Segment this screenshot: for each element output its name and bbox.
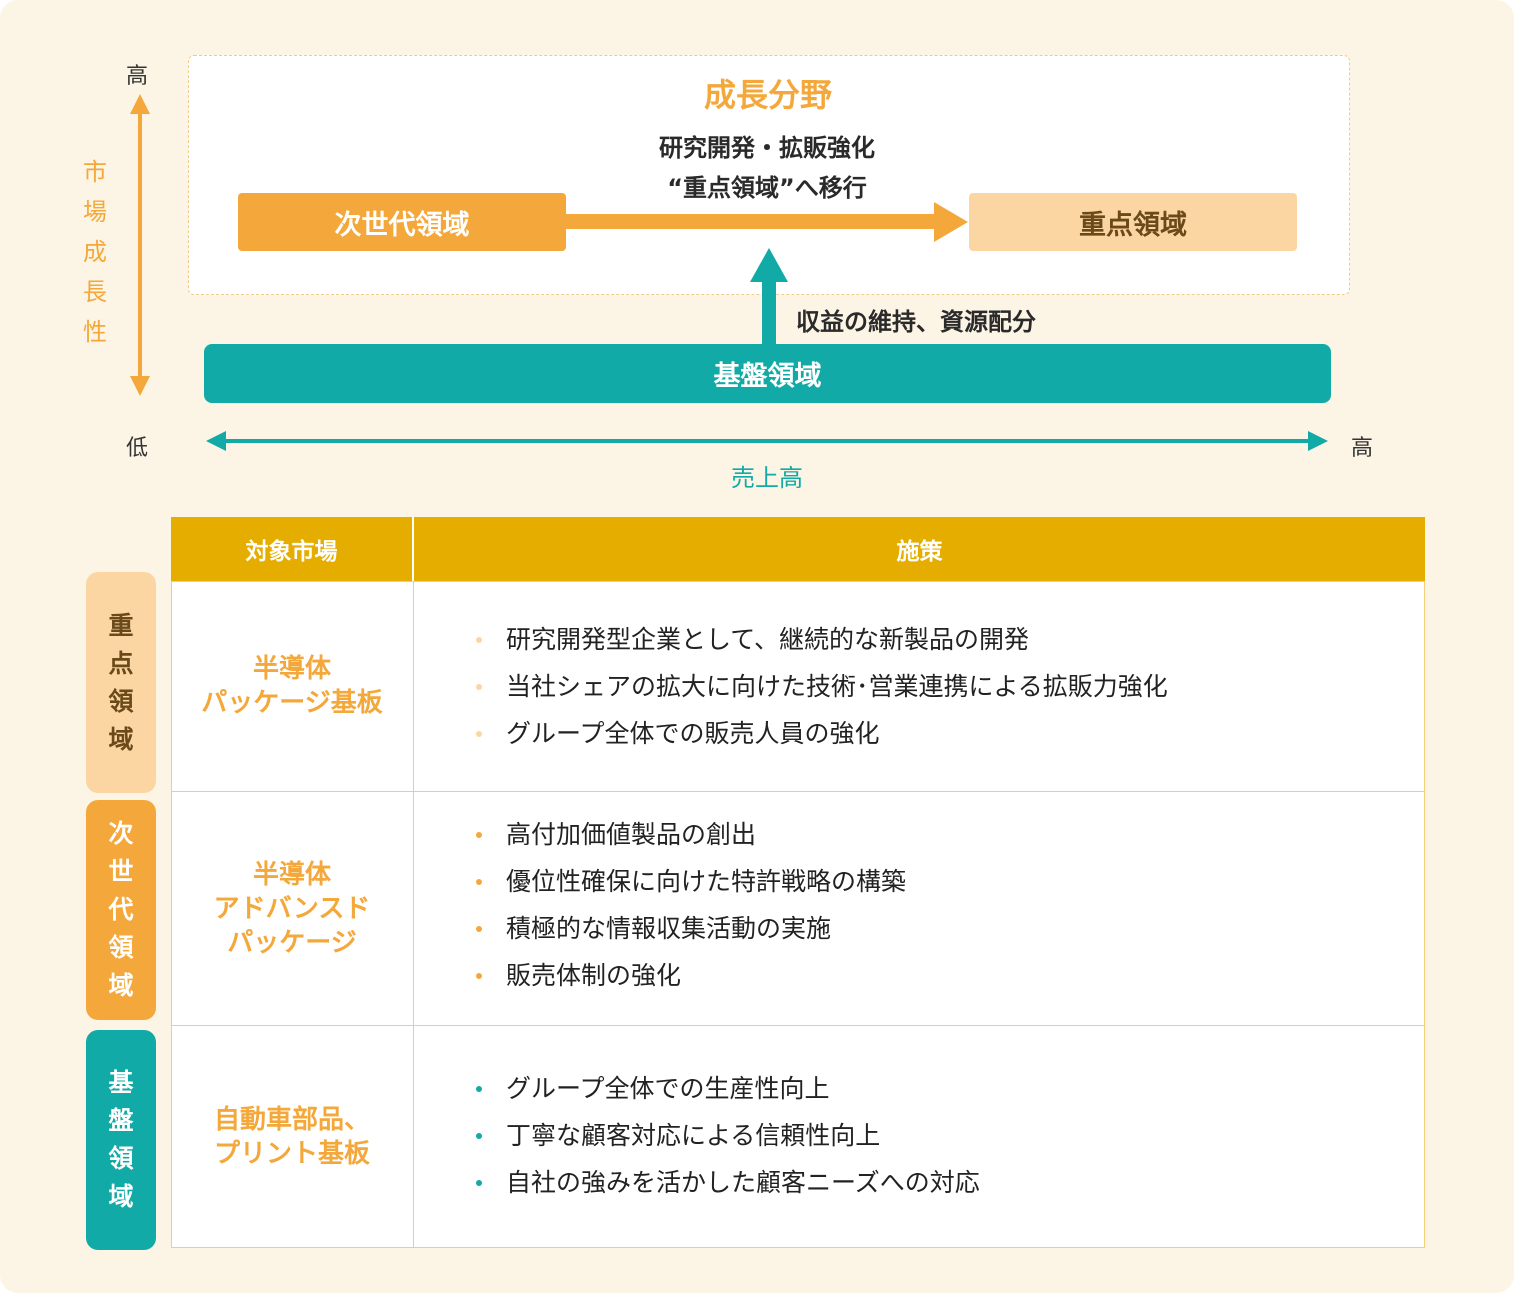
bullet-icon	[476, 925, 482, 932]
side-label-next-gen: 次世代領域	[86, 800, 156, 1020]
header-measures: 施策	[414, 517, 1425, 581]
bullet-icon	[476, 878, 482, 885]
vertical-char: 代	[108, 895, 134, 924]
row-divider	[171, 1025, 1425, 1026]
y-axis-low-label: 低	[126, 436, 149, 461]
market-line: 自動車部品、	[213, 1105, 370, 1135]
list-item: グループ全体での販売人員の強化	[476, 710, 1168, 757]
market-line: アドバンスド	[213, 893, 371, 924]
growth-note-line1: 研究開発・拡販強化	[659, 134, 875, 162]
vertical-char: 基	[108, 1068, 134, 1097]
header-market: 対象市場	[171, 517, 412, 581]
market-cell-base: 自動車部品、 プリント基板	[171, 1026, 413, 1248]
base-domain-box: 基盤領域	[204, 344, 1331, 403]
flow-arrows	[564, 202, 968, 346]
list-item: 当社シェアの拡大に向けた技術･営業連携による拡販力強化	[476, 663, 1168, 710]
market-line: パッケージ基板	[201, 688, 383, 718]
vertical-char: 市	[83, 158, 107, 186]
vertical-char: 長	[83, 278, 107, 306]
y-axis-high-label: 高	[126, 64, 149, 89]
list-item: グループ全体での生産性向上	[476, 1065, 980, 1112]
measures-list-base: グループ全体での生産性向上 丁寧な顧客対応による信頼性向上 自社の強みを活かした…	[476, 1065, 980, 1206]
bullet-icon	[476, 636, 482, 643]
bullet-icon	[476, 831, 482, 838]
column-divider	[413, 581, 414, 1248]
x-axis-label: 売上高	[731, 464, 803, 492]
market-line: 半導体	[252, 654, 331, 684]
measures-list-next-gen: 高付加価値製品の創出 優位性確保に向けた特許戦略の構築 積極的な情報収集活動の実…	[476, 811, 906, 999]
vertical-char: 域	[108, 724, 134, 754]
vertical-char: 領	[108, 1144, 134, 1173]
vertical-char: 次	[108, 819, 134, 848]
market-cell-next-gen: 半導体 アドバンスド パッケージ	[171, 792, 413, 1025]
list-item: 優位性確保に向けた特許戦略の構築	[476, 858, 906, 905]
list-item: 積極的な情報収集活動の実施	[476, 905, 906, 952]
side-label-base: 基盤領域	[86, 1030, 156, 1250]
vertical-char: 世	[108, 857, 134, 886]
header-divider	[412, 517, 414, 581]
x-axis-high-label: 高	[1351, 436, 1374, 461]
vertical-char: 域	[108, 1182, 134, 1211]
list-item: 自社の強みを活かした顧客ニーズへの対応	[476, 1159, 980, 1206]
market-cell-focus: 半導体 パッケージ基板	[171, 581, 413, 791]
measures-list-focus: 研究開発型企業として、継続的な新製品の開発 当社シェアの拡大に向けた技術･営業連…	[476, 616, 1168, 757]
diagram-arrows	[130, 94, 1328, 451]
growth-note-line2: “重点領域”へ移行	[667, 174, 867, 202]
bullet-icon	[476, 683, 482, 690]
growth-note: 研究開発・拡販強化 “重点領域”へ移行	[560, 128, 974, 208]
y-axis-arrow	[130, 94, 150, 396]
bullet-icon	[476, 730, 482, 737]
row-divider	[171, 791, 1425, 792]
list-item: 研究開発型企業として、継続的な新製品の開発	[476, 616, 1168, 663]
focus-domain-box: 重点領域	[969, 193, 1297, 251]
market-line: 半導体	[252, 859, 331, 890]
bullet-icon	[476, 1085, 482, 1092]
vertical-char: 重	[108, 610, 134, 640]
vertical-char: 場	[83, 198, 107, 226]
vertical-char: 性	[83, 318, 107, 346]
list-item: 高付加価値製品の創出	[476, 811, 906, 858]
next-to-focus-arrow	[564, 202, 968, 242]
market-line: プリント基板	[213, 1139, 370, 1169]
next-gen-domain-box: 次世代領域	[238, 193, 566, 251]
list-item: 丁寧な顧客対応による信頼性向上	[476, 1112, 980, 1159]
base-to-growth-arrow	[750, 248, 788, 346]
list-item: 販売体制の強化	[476, 952, 906, 999]
profit-note: 収益の維持、資源配分	[796, 308, 1036, 336]
vertical-char: 領	[108, 933, 134, 962]
vertical-char: 領	[108, 686, 134, 716]
x-axis-arrow	[206, 431, 1328, 451]
market-line: パッケージ	[227, 927, 357, 958]
vertical-char: 点	[108, 648, 134, 678]
bullet-icon	[476, 1179, 482, 1186]
vertical-char: 盤	[108, 1106, 134, 1135]
y-axis-label: 市場成長性	[78, 152, 112, 352]
side-label-focus: 重点領域	[86, 572, 156, 793]
growth-area-title: 成長分野	[703, 76, 832, 114]
vertical-char: 成	[83, 238, 107, 266]
vertical-char: 域	[108, 971, 134, 1000]
bullet-icon	[476, 972, 482, 979]
bullet-icon	[476, 1132, 482, 1139]
table-body	[171, 581, 1425, 1248]
